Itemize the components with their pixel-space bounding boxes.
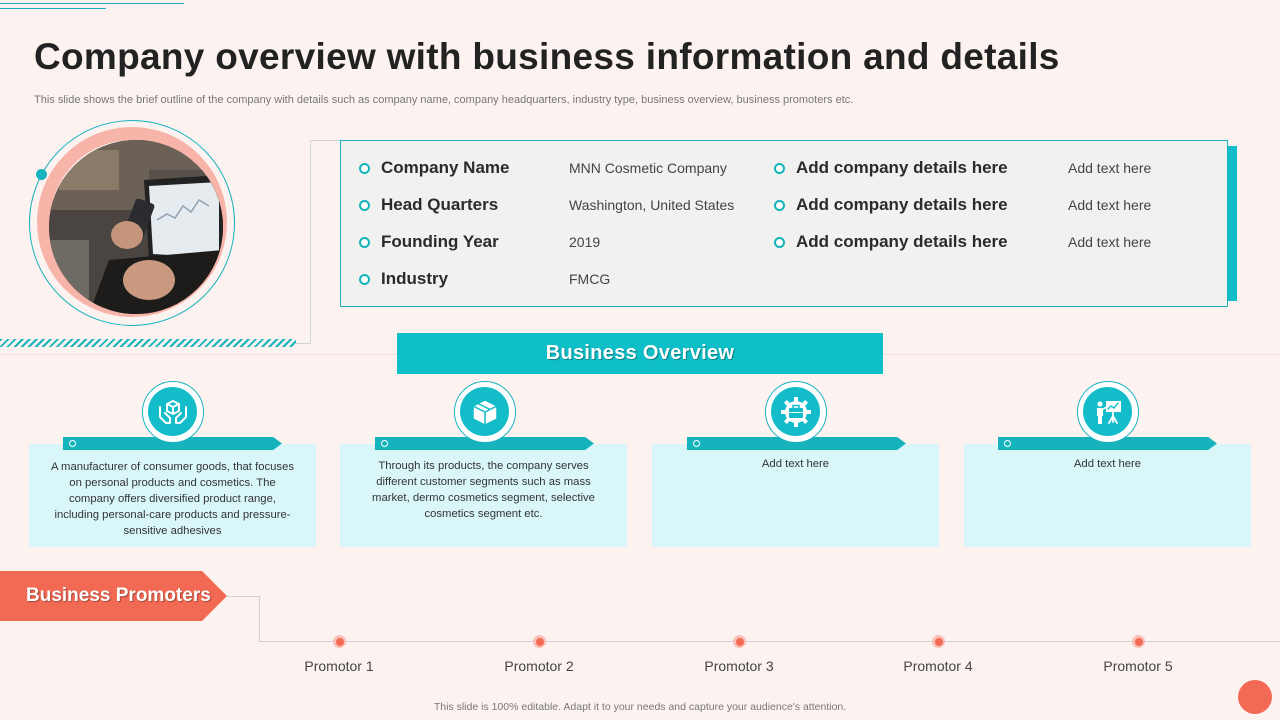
connector-line: [310, 140, 311, 343]
overview-card: Add text here: [964, 444, 1251, 547]
info-value: Add text here: [1068, 197, 1152, 213]
info-row-extra: [774, 195, 785, 215]
info-row-extra: [774, 158, 785, 178]
promoter-timeline: [259, 641, 1280, 642]
promoter-marker: [533, 635, 546, 648]
photo-outer-ring: [29, 120, 235, 326]
top-decor-line: [0, 8, 106, 9]
connector-line: [296, 343, 311, 344]
info-row-head-quarters: [359, 195, 370, 215]
info-value: Add text here: [1068, 160, 1152, 176]
tab-dot-icon: [1004, 440, 1011, 447]
info-value: Washington, United States: [569, 197, 735, 213]
promoter-marker: [932, 635, 945, 648]
info-label: Add company details here: [796, 232, 1008, 251]
box-icon: [454, 381, 516, 443]
overview-card: A manufacturer of consumer goods, that f…: [29, 444, 316, 547]
info-label: Company Name: [381, 158, 510, 177]
info-value: MNN Cosmetic Company: [569, 160, 727, 176]
info-label: Add company details here: [796, 158, 1008, 177]
top-decor-line: [0, 3, 184, 4]
presenter-board-icon: [1077, 381, 1139, 443]
tab-dot-icon: [693, 440, 700, 447]
info-value: FMCG: [569, 271, 611, 287]
card-tab: [375, 437, 594, 450]
promoter-label: Promotor 4: [903, 658, 973, 674]
bullet-icon: [359, 162, 370, 174]
connector-line: [227, 596, 260, 597]
info-value: 2019: [569, 234, 601, 250]
promoter-marker: [733, 635, 746, 648]
laptop-phone-photo: [49, 140, 223, 314]
info-row-company-name: [359, 158, 370, 178]
bullet-icon: [774, 199, 785, 211]
business-promoters-heading: Business Promoters: [0, 571, 227, 621]
bullet-icon: [774, 162, 785, 174]
overview-card: Through its products, the company serves…: [340, 444, 627, 547]
overview-card-text: Through its products, the company serves…: [372, 460, 595, 520]
promoter-marker: [1132, 635, 1145, 648]
page-title: Company overview with business informati…: [34, 36, 1060, 77]
promoter-label: Promotor 2: [504, 658, 574, 674]
bullet-icon: [774, 236, 785, 248]
promoter-label: Promotor 1: [304, 658, 374, 674]
connector-line: [310, 140, 342, 141]
footer-note: This slide is 100% editable. Adapt it to…: [433, 701, 847, 713]
card-tab: [63, 437, 282, 450]
tab-dot-icon: [69, 440, 76, 447]
promoter-marker: [333, 635, 346, 648]
overview-card-text: A manufacturer of consumer goods, that f…: [50, 461, 294, 537]
overview-card-text: Add text here: [1073, 458, 1142, 470]
info-box-accent: [1228, 146, 1237, 301]
info-value: Add text here: [1068, 234, 1152, 250]
info-label: Founding Year: [381, 232, 499, 251]
promoter-label: Promotor 3: [704, 658, 774, 674]
card-tab: [687, 437, 906, 450]
overview-card: Add text here: [652, 444, 939, 547]
info-label: Add company details here: [796, 195, 1008, 214]
corner-decor-circle: [1238, 680, 1272, 714]
card-tab: [998, 437, 1217, 450]
tab-dot-icon: [381, 440, 388, 447]
briefcase-gear-icon: [765, 381, 827, 443]
connector-line: [259, 596, 260, 642]
bullet-icon: [359, 236, 370, 248]
business-overview-heading: Business Overview: [397, 333, 883, 374]
info-label: Head Quarters: [381, 195, 499, 214]
bullet-icon: [359, 199, 370, 211]
hatch-decor: [0, 339, 296, 347]
promoter-label: Promotor 5: [1103, 658, 1173, 674]
hands-box-icon: [142, 381, 204, 443]
info-row-founding-year: [359, 232, 370, 252]
photo-ring-dot: [36, 169, 47, 180]
info-row-extra: [774, 232, 785, 252]
overview-card-text: Add text here: [761, 458, 830, 470]
bullet-icon: [359, 273, 370, 285]
company-info-box: Company Name MNN Cosmetic Company Head Q…: [340, 140, 1228, 307]
page-subtitle: This slide shows the brief outline of th…: [34, 94, 854, 106]
info-label: Industry: [381, 269, 449, 288]
info-row-industry: [359, 269, 370, 289]
